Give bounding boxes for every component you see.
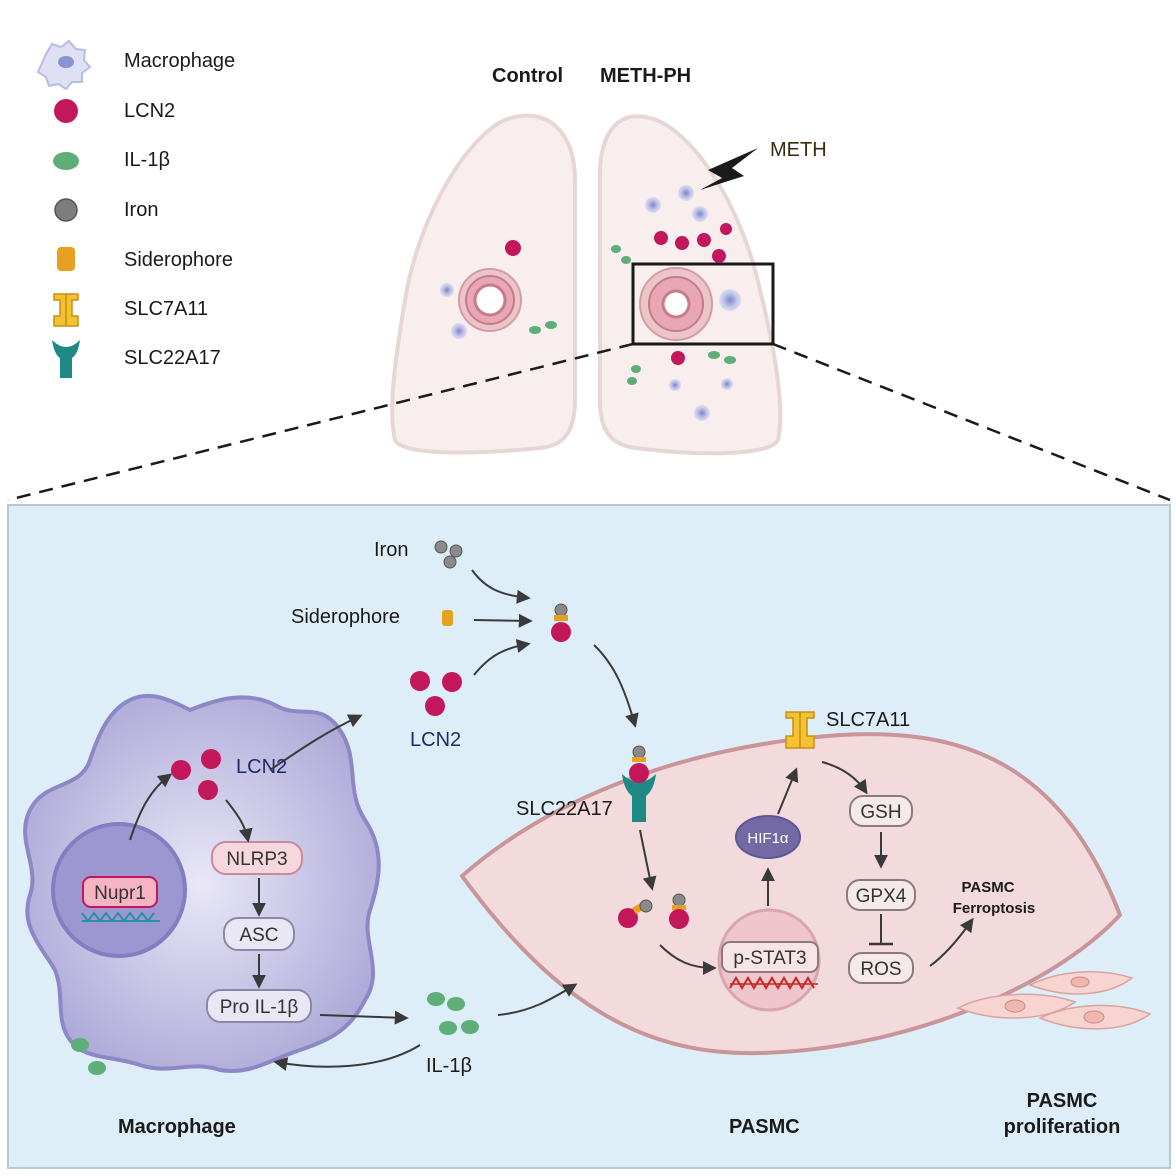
pasmc-cell	[459, 732, 1123, 1056]
iron-cluster	[434, 540, 463, 569]
il1b-dot	[545, 321, 557, 329]
proliferation-title-1: PASMC	[1027, 1090, 1098, 1112]
macrophage-dot	[440, 283, 454, 297]
pstat3-label: p-STAT3	[733, 948, 806, 969]
il1b-icon	[53, 152, 79, 170]
proliferation-title-2: proliferation	[1004, 1116, 1121, 1138]
iron-icon	[54, 198, 78, 222]
il1b-cluster	[71, 992, 479, 1075]
nlrp3-box	[211, 841, 303, 875]
pro-il1b-label: Pro IL-1β	[220, 997, 299, 1018]
il1b-dots	[611, 245, 736, 385]
legend-label-macrophage: Macrophage	[124, 50, 235, 72]
nlrp3-label: NLRP3	[226, 849, 287, 870]
arrow-lcn2-out	[269, 714, 363, 771]
pro-il1b-box	[206, 989, 312, 1023]
meth-lightning-icon	[700, 148, 758, 190]
arrow-nupr1-lcn2	[129, 773, 173, 841]
slc22a17-receptor	[622, 745, 656, 822]
ferroptosis-label-2: Ferroptosis	[953, 900, 1036, 917]
ros-box	[848, 952, 914, 984]
asc-box	[223, 917, 295, 951]
lcn2-dots	[654, 223, 732, 365]
slc7a11-transporter	[785, 711, 815, 749]
arrow-complex-pstat3	[659, 944, 717, 975]
siderophore-label: Siderophore	[291, 606, 400, 628]
gpx4-label: GPX4	[856, 886, 907, 907]
lcn2-cluster-inner	[171, 749, 221, 800]
macrophage-title: Macrophage	[118, 1116, 236, 1138]
lcn2-cluster-outer	[410, 671, 462, 716]
arrow-hif1a-slc7a11	[777, 767, 799, 815]
lcn2-dot	[505, 240, 521, 256]
legend-label-slc22a17: SLC22A17	[124, 347, 221, 369]
ros-label: ROS	[860, 959, 901, 980]
macrophage-icon	[36, 39, 92, 91]
gsh-label: GSH	[860, 802, 901, 823]
gpx4-box	[846, 879, 916, 911]
zoom-box	[631, 262, 775, 346]
lungs: Control METH-PH METH	[390, 65, 827, 456]
asc-label: ASC	[239, 925, 278, 946]
legend-label-il1b: IL-1β	[124, 149, 170, 171]
legend: Macrophage LCN2 IL-1β Iron Siderophore S…	[36, 39, 235, 378]
slc7a11-icon	[53, 293, 79, 327]
internal-complexes	[618, 893, 689, 929]
slc22a17-icon	[52, 340, 80, 378]
slc7a11-label: SLC7A11	[826, 709, 910, 731]
siderophore-particle	[442, 610, 453, 626]
arrow-il1b-pasmc	[497, 983, 578, 1016]
arrow-iron	[471, 569, 531, 604]
zoom-line-right	[772, 342, 1171, 502]
lcn2-inner-label: LCN2	[236, 756, 287, 778]
il1b-dot	[529, 326, 541, 334]
il1b-label: IL-1β	[426, 1055, 472, 1077]
gsh-box	[849, 795, 913, 827]
hif1a-node	[735, 815, 801, 859]
control-vessel	[458, 268, 522, 332]
arrow-lcn2-nlrp3	[225, 799, 253, 843]
legend-label-lcn2: LCN2	[124, 100, 175, 122]
nupr1-box	[82, 876, 158, 908]
lcn2-outer-label: LCN2	[410, 729, 461, 751]
zoom-line-left	[7, 342, 634, 502]
legend-label-siderophore: Siderophore	[124, 249, 233, 271]
arrow-complex-receptor	[593, 644, 639, 728]
pstat3-box	[721, 941, 819, 973]
macrophage-dots	[645, 185, 741, 421]
legend-label-slc7a11: SLC7A11	[124, 298, 208, 320]
proliferating-pasmc-cells	[956, 971, 1152, 1030]
lcn2-icon	[54, 99, 78, 123]
hif1a-label: HIF1α	[747, 830, 789, 847]
slc22a17-label: SLC22A17	[516, 798, 613, 820]
arrow-ros-ferroptosis	[929, 917, 974, 967]
control-label: Control	[492, 65, 563, 87]
arrow-proil1b-il1b	[319, 1010, 409, 1025]
lcn2-iron-complex	[551, 603, 571, 642]
pasmc-title: PASMC	[729, 1116, 800, 1138]
ferroptosis-label-1: PASMC	[961, 879, 1014, 896]
meth-ph-vessel	[639, 267, 713, 341]
arrow-siderophore	[473, 613, 533, 628]
meth-ph-label: METH-PH	[600, 65, 691, 87]
iron-label: Iron	[374, 539, 408, 561]
meth-label: METH	[770, 139, 827, 161]
arrow-slc7a11-gsh	[821, 761, 868, 795]
arrow-receptor-internal	[639, 829, 657, 891]
macrophage-cell	[23, 693, 381, 1073]
arrow-il1b-macrophage	[273, 1044, 421, 1071]
legend-label-iron: Iron	[124, 199, 158, 221]
nupr1-label: Nupr1	[94, 883, 146, 904]
arrow-lcn2-complex	[473, 639, 531, 676]
nupr1-dna	[81, 911, 155, 923]
siderophore-icon	[57, 247, 75, 271]
macrophage-dot	[451, 323, 467, 339]
